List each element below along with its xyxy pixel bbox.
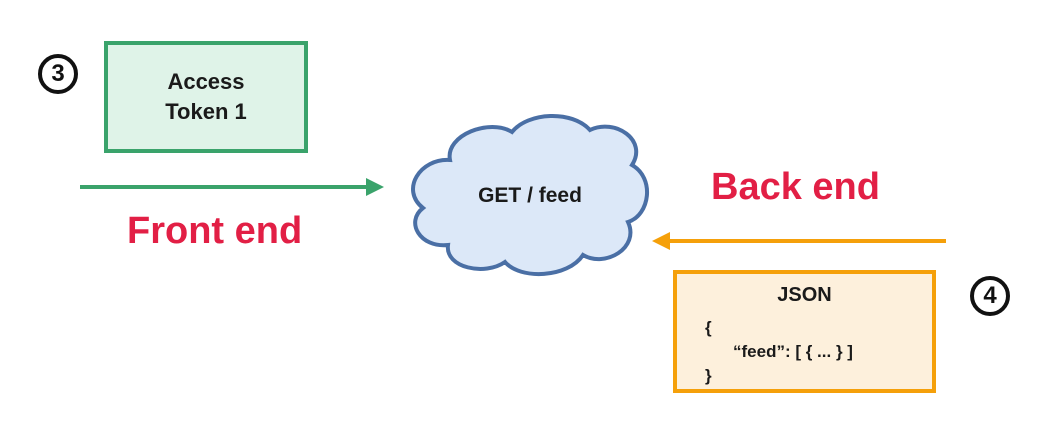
access-token-box: Access Token 1: [104, 41, 308, 153]
cloud-endpoint-text: GET / feed: [478, 184, 582, 207]
json-close-brace: }: [705, 366, 712, 385]
front-end-label: Front end: [127, 210, 303, 252]
json-open-brace: {: [705, 318, 712, 337]
json-feed-line: “feed”: [ { ... } ]: [733, 342, 853, 361]
json-title: JSON: [777, 284, 832, 306]
back-end-label: Back end: [711, 166, 880, 208]
access-token-line-2: Token 1: [165, 99, 247, 124]
json-response-box: JSON { “feed”: [ { ... } ] }: [673, 270, 936, 393]
step-4-number: 4: [983, 282, 997, 309]
step-4-badge: 4: [970, 276, 1010, 316]
front-end-arrow: [80, 178, 384, 196]
api-cloud-shape: [411, 114, 649, 276]
access-token-line-1: Access: [167, 69, 245, 94]
back-end-arrow: [652, 232, 946, 250]
step-3-number: 3: [51, 60, 65, 87]
step-3-badge: 3: [38, 54, 78, 94]
